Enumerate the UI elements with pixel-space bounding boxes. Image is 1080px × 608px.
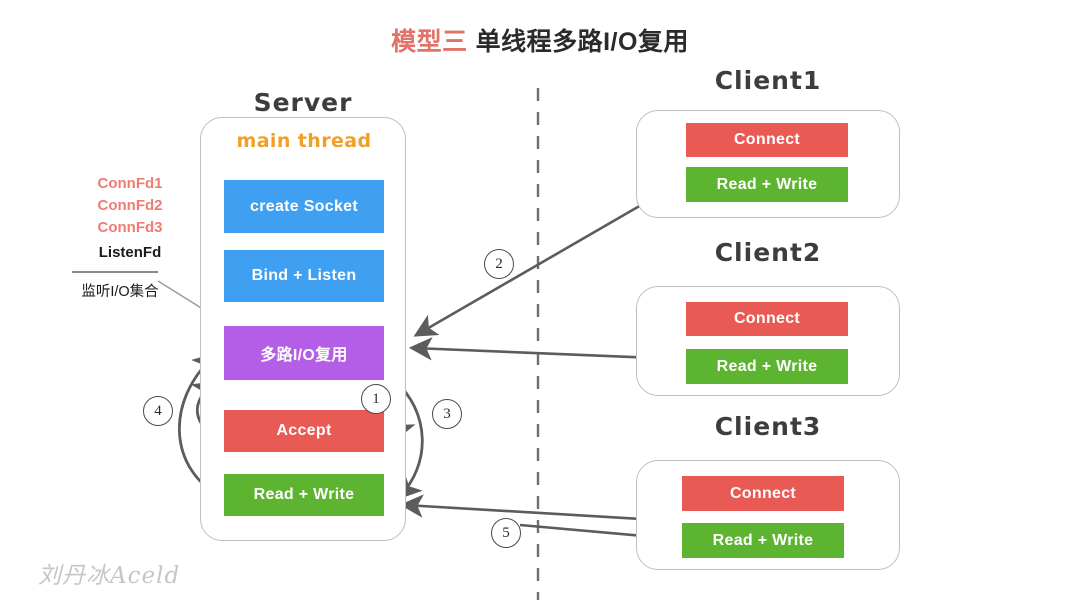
page-title: 模型三单线程多路I/O复用 [0, 22, 1080, 58]
server-box-accept[interactable]: Accept [224, 410, 384, 452]
step-marker-5: 5 [491, 518, 521, 548]
client3-heading: Client3 [714, 412, 822, 441]
fd-label-connfd2: ConnFd2 [97, 197, 163, 214]
watermark: 刘丹冰Aceld [38, 563, 181, 589]
client1-heading: Client1 [714, 66, 822, 95]
fd-label-connfd3: ConnFd3 [97, 219, 163, 236]
title-model-label: 模型三 [391, 28, 468, 56]
client2-heading: Client2 [714, 238, 822, 267]
fd-label-listenfd: ListenFd [98, 244, 162, 261]
server-heading: Server [253, 88, 353, 117]
server-box-read-write[interactable]: Read + Write [224, 474, 384, 516]
server-box-io-multiplexing[interactable]: 多路I/O复用 [224, 326, 384, 380]
client2-box-connect[interactable]: Connect [686, 302, 848, 336]
title-text: 单线程多路I/O复用 [475, 28, 689, 56]
fdset-underline [72, 271, 158, 273]
arrow-client1-to-mux [413, 191, 663, 337]
step-marker-3: 3 [432, 399, 462, 429]
fdset-caption: 监听I/O集合 [81, 284, 159, 300]
arrow-client2-to-mux [408, 337, 656, 361]
main-thread-label: main thread [236, 130, 372, 152]
step-marker-1: 1 [361, 384, 391, 414]
client2-box-read-write[interactable]: Read + Write [686, 349, 848, 384]
client3-box-connect[interactable]: Connect [682, 476, 844, 511]
server-box-bind-listen[interactable]: Bind + Listen [224, 250, 384, 302]
step-marker-4: 4 [143, 396, 173, 426]
client1-box-connect[interactable]: Connect [686, 123, 848, 157]
arrow-readwrite-to-client3 [519, 523, 661, 548]
arrow-client3-to-readwrite [399, 494, 659, 522]
client1-box-read-write[interactable]: Read + Write [686, 167, 848, 202]
step-marker-2: 2 [484, 249, 514, 279]
client3-box-read-write[interactable]: Read + Write [682, 523, 844, 558]
fd-label-connfd1: ConnFd1 [97, 175, 163, 192]
server-box-create-socket[interactable]: create Socket [224, 180, 384, 233]
